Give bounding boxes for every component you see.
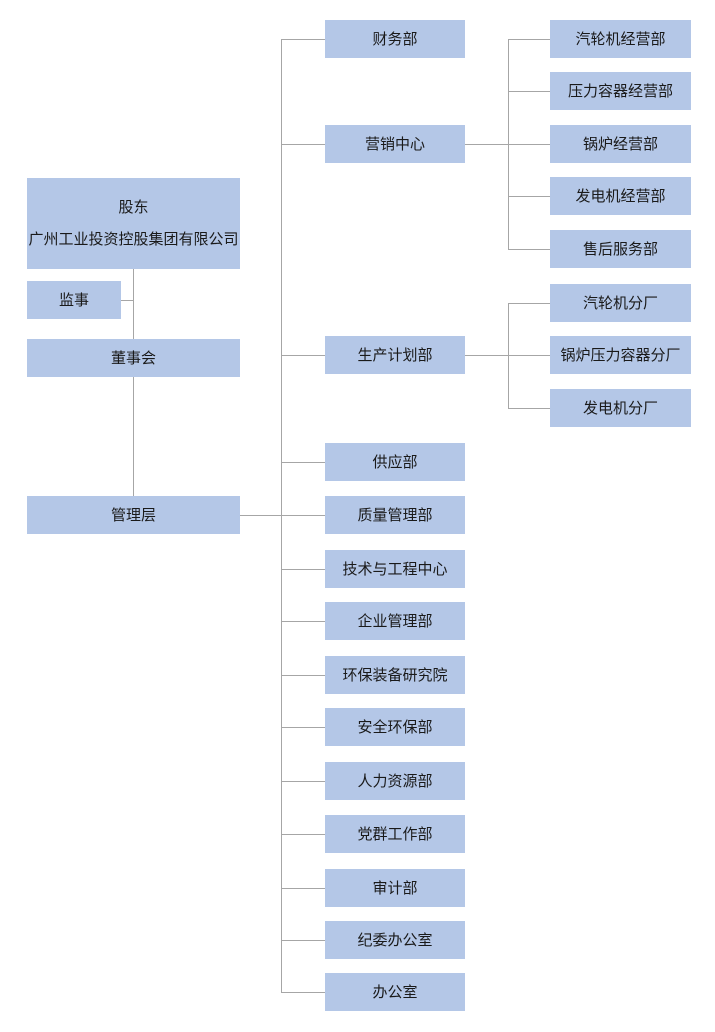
node-supervisor: 监事 — [27, 281, 121, 319]
node-safety-environment-dept: 安全环保部 — [325, 708, 465, 746]
connector-stub-marketing — [281, 144, 325, 145]
connector-marketing-to-subtrunk — [465, 144, 550, 145]
node-boiler-pressure-vessel-branch-plant: 锅炉压力容器分厂 — [550, 336, 691, 374]
node-management: 管理层 — [27, 496, 240, 534]
connector-shareholder-to-board — [133, 269, 134, 339]
node-environmental-equipment-research-institute: 环保装备研究院 — [325, 656, 465, 694]
connector-stub-technology — [281, 569, 325, 570]
connector-stub-generator-plant — [508, 408, 550, 409]
connector-production-to-subtrunk — [465, 355, 550, 356]
node-marketing-center: 营销中心 — [325, 125, 465, 163]
node-board-of-directors: 董事会 — [27, 339, 240, 377]
connector-stub-steam-turbine-business — [508, 39, 550, 40]
connector-stub-after-sales — [508, 249, 550, 250]
node-supply-dept: 供应部 — [325, 443, 465, 481]
node-steam-turbine-branch-plant: 汽轮机分厂 — [550, 284, 691, 322]
connector-stub-supply — [281, 462, 325, 463]
connector-stub-enterprise — [281, 621, 325, 622]
node-audit-dept: 审计部 — [325, 869, 465, 907]
connector-management-to-trunk — [240, 515, 325, 516]
shareholder-title: 股东 — [118, 199, 149, 216]
node-enterprise-management-dept: 企业管理部 — [325, 602, 465, 640]
connector-stub-discipline — [281, 940, 325, 941]
node-boiler-business-dept: 锅炉经营部 — [550, 125, 691, 163]
node-discipline-inspection-office: 纪委办公室 — [325, 921, 465, 959]
node-pressure-vessel-business-dept: 压力容器经营部 — [550, 72, 691, 110]
connector-stub-party — [281, 834, 325, 835]
connector-stub-generator-business — [508, 196, 550, 197]
connector-stub-pressure-vessel-business — [508, 91, 550, 92]
node-generator-branch-plant: 发电机分厂 — [550, 389, 691, 427]
node-steam-turbine-business-dept: 汽轮机经营部 — [550, 20, 691, 58]
connector-stub-office — [281, 992, 325, 993]
node-shareholder: 股东 广州工业投资控股集团有限公司 — [27, 178, 240, 269]
connector-stub-research — [281, 675, 325, 676]
connector-stub-hr — [281, 781, 325, 782]
node-after-sales-service-dept: 售后服务部 — [550, 230, 691, 268]
connector-middle-trunk — [281, 39, 282, 992]
connector-stub-audit — [281, 888, 325, 889]
shareholder-company-name: 广州工业投资控股集团有限公司 — [28, 231, 239, 248]
node-finance-dept: 财务部 — [325, 20, 465, 58]
node-general-office: 办公室 — [325, 973, 465, 1011]
connector-marketing-subtrunk — [508, 39, 509, 249]
connector-stub-safety — [281, 727, 325, 728]
connector-stub-production-planning — [281, 355, 325, 356]
node-quality-management-dept: 质量管理部 — [325, 496, 465, 534]
connector-supervisor-stub — [121, 300, 133, 301]
node-generator-business-dept: 发电机经营部 — [550, 177, 691, 215]
connector-production-subtrunk — [508, 303, 509, 408]
connector-stub-steam-turbine-plant — [508, 303, 550, 304]
node-technology-engineering-center: 技术与工程中心 — [325, 550, 465, 588]
connector-stub-finance — [281, 39, 325, 40]
node-production-planning-dept: 生产计划部 — [325, 336, 465, 374]
node-human-resources-dept: 人力资源部 — [325, 762, 465, 800]
connector-board-to-management — [133, 377, 134, 496]
node-party-masses-work-dept: 党群工作部 — [325, 815, 465, 853]
